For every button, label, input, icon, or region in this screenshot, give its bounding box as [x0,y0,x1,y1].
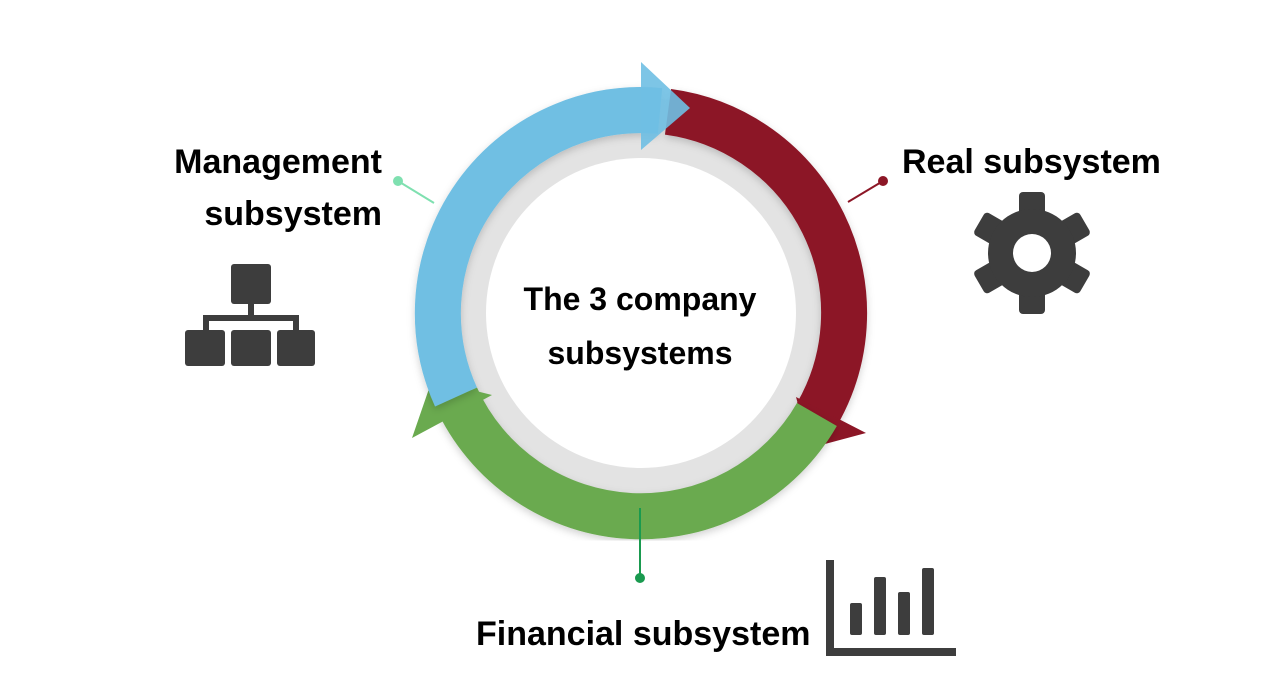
management-label-line-1: Management [174,143,382,181]
financial-connector-dot [635,573,645,583]
center-title: The 3 company subsystems [490,272,790,380]
org-chart-icon [185,264,315,366]
management-connector [397,180,435,204]
real-connector-dot [878,176,888,186]
real-connector [847,180,884,203]
management-label-line-2: subsystem [204,195,382,233]
gear-icon [974,192,1090,314]
financial-arrow-arc [435,387,837,540]
management-arrow-arc [414,87,663,407]
real-arrow-arc [664,89,868,426]
management-label: Management subsystem [120,136,382,240]
management-arrow-head [641,62,690,150]
financial-label: Financial subsystem [476,615,811,653]
center-disc [486,158,796,468]
bar-chart-icon [826,560,956,656]
management-connector-dot [393,176,403,186]
real-label: Real subsystem [902,143,1161,181]
center-title-line-1: The 3 company [523,281,757,317]
center-title-line-2: subsystems [547,335,733,371]
